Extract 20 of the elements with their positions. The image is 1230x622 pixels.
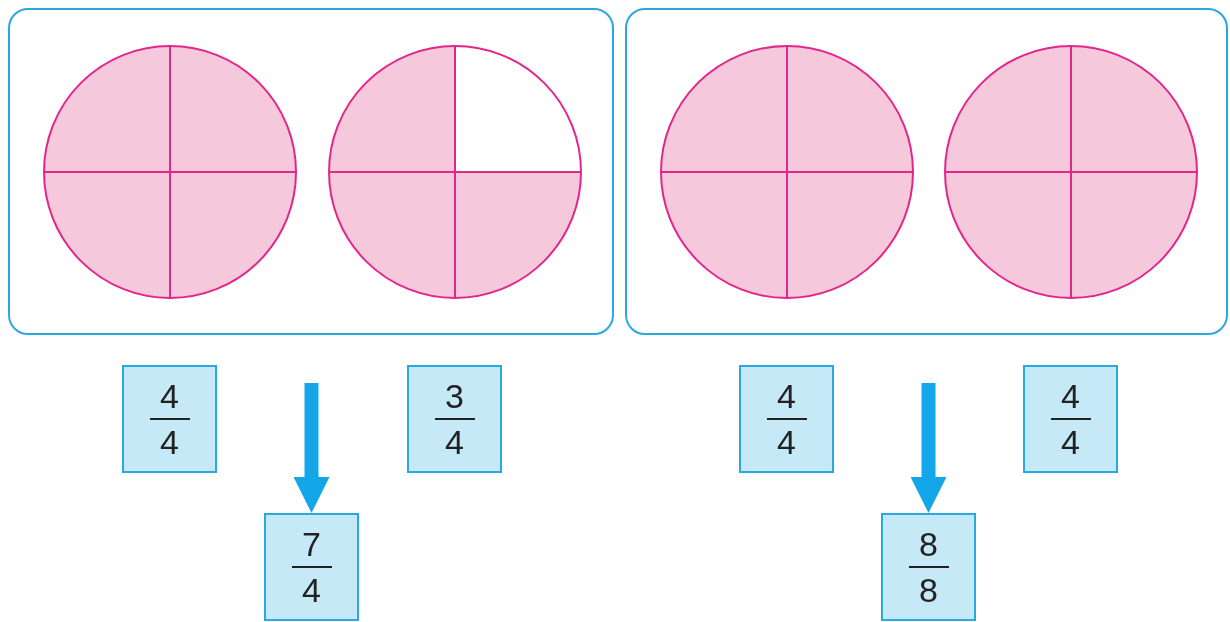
fraction-card [739, 365, 834, 473]
arrow [293, 383, 330, 513]
arrow [910, 383, 947, 513]
fraction-card [122, 365, 217, 473]
numerator: 3 [445, 377, 464, 415]
denominator: 4 [160, 423, 179, 461]
denominator: 4 [445, 423, 464, 461]
numerator: 4 [777, 377, 796, 415]
numerator: 4 [1061, 377, 1080, 415]
numerator: 8 [919, 525, 938, 563]
denominator: 4 [1061, 423, 1080, 461]
denominator: 4 [302, 571, 321, 609]
fraction-card [881, 513, 976, 621]
denominator: 4 [777, 423, 796, 461]
numerator: 7 [302, 525, 321, 563]
fraction-card [264, 513, 359, 621]
fraction-card [407, 365, 502, 473]
fraction-card [1023, 365, 1118, 473]
numerator: 4 [160, 377, 179, 415]
denominator: 8 [919, 571, 938, 609]
